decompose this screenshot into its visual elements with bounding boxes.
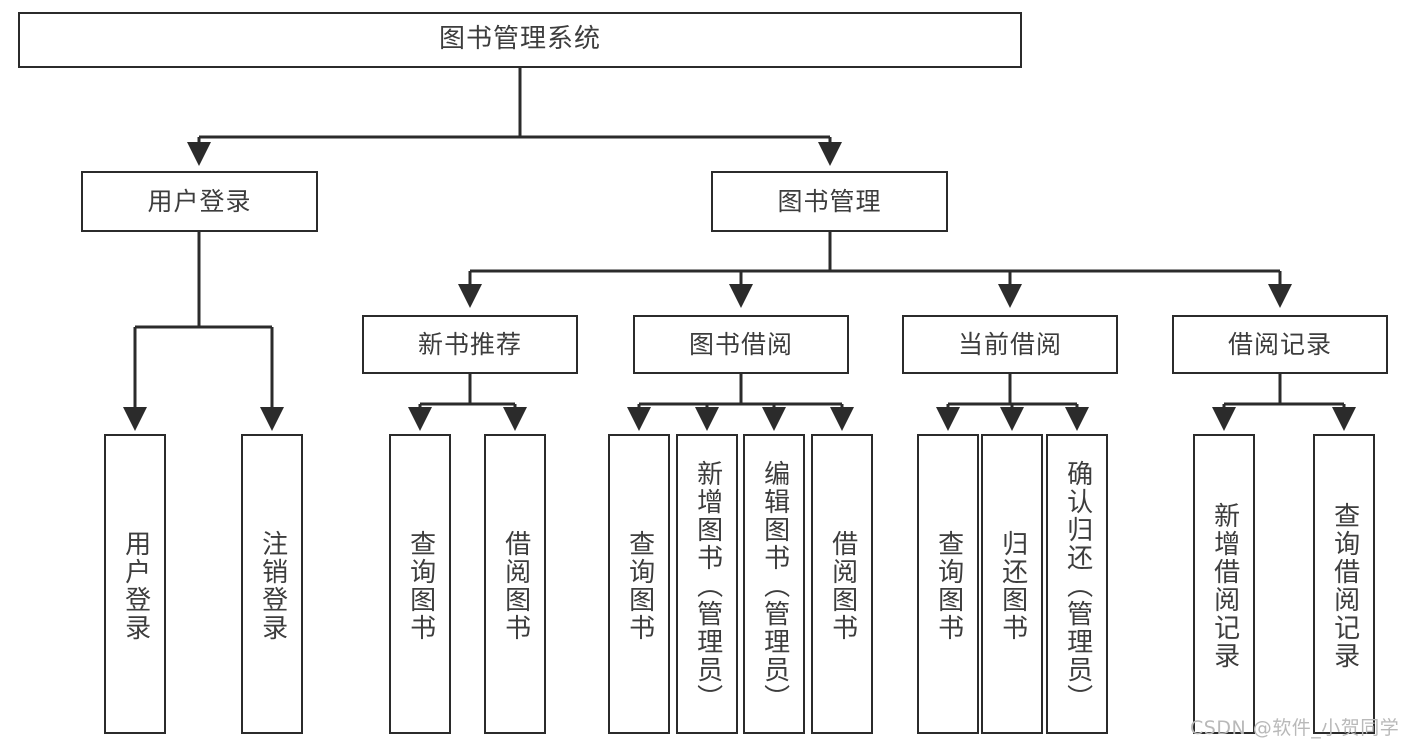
node-borrow-record[interactable]: 借阅记录 bbox=[1172, 315, 1388, 374]
leaf-query-book-current[interactable]: 查询图书 bbox=[917, 434, 979, 734]
node-root-system[interactable]: 图书管理系统 bbox=[18, 12, 1022, 68]
node-label: 注销登录 bbox=[257, 530, 288, 642]
node-label: 查询图书 bbox=[933, 530, 964, 642]
leaf-return-book[interactable]: 归还图书 bbox=[981, 434, 1043, 734]
node-label: 借阅图书 bbox=[500, 530, 531, 642]
node-label: 确认归还（管理员） bbox=[1062, 460, 1093, 712]
node-label: 借阅记录 bbox=[1227, 329, 1332, 359]
leaf-user-login[interactable]: 用户登录 bbox=[104, 434, 166, 734]
node-label: 图书借阅 bbox=[688, 329, 793, 359]
node-label: 新增图书（管理员） bbox=[692, 460, 723, 712]
node-book-borrow[interactable]: 图书借阅 bbox=[633, 315, 849, 374]
node-label: 编辑图书（管理员） bbox=[759, 460, 790, 712]
node-label: 图书管理 bbox=[777, 186, 882, 216]
leaf-query-book-borrow[interactable]: 查询图书 bbox=[608, 434, 670, 734]
node-label: 新增借阅记录 bbox=[1209, 502, 1240, 670]
leaf-edit-book-admin[interactable]: 编辑图书（管理员） bbox=[743, 434, 805, 734]
node-label: 图书管理系统 bbox=[438, 24, 601, 55]
node-label: 用户登录 bbox=[147, 186, 252, 216]
leaf-logout[interactable]: 注销登录 bbox=[241, 434, 303, 734]
node-current-borrow[interactable]: 当前借阅 bbox=[902, 315, 1118, 374]
watermark-text: CSDN @软件_小贺同学 bbox=[1190, 717, 1400, 739]
node-label: 查询借阅记录 bbox=[1329, 502, 1360, 670]
leaf-borrow-book[interactable]: 借阅图书 bbox=[811, 434, 873, 734]
node-new-book-recommend[interactable]: 新书推荐 bbox=[362, 315, 578, 374]
node-label: 新书推荐 bbox=[417, 329, 522, 359]
leaf-add-book-admin[interactable]: 新增图书（管理员） bbox=[676, 434, 738, 734]
node-label: 归还图书 bbox=[997, 530, 1028, 642]
leaf-query-book-recommend[interactable]: 查询图书 bbox=[389, 434, 451, 734]
leaf-query-borrow-record[interactable]: 查询借阅记录 bbox=[1313, 434, 1375, 734]
node-label: 查询图书 bbox=[405, 530, 436, 642]
node-user-login[interactable]: 用户登录 bbox=[81, 171, 318, 232]
node-label: 查询图书 bbox=[624, 530, 655, 642]
leaf-add-borrow-record[interactable]: 新增借阅记录 bbox=[1193, 434, 1255, 734]
node-label: 用户登录 bbox=[120, 530, 151, 642]
node-book-management[interactable]: 图书管理 bbox=[711, 171, 948, 232]
leaf-borrow-book-recommend[interactable]: 借阅图书 bbox=[484, 434, 546, 734]
leaf-confirm-return-admin[interactable]: 确认归还（管理员） bbox=[1046, 434, 1108, 734]
node-label: 借阅图书 bbox=[827, 530, 858, 642]
node-label: 当前借阅 bbox=[957, 329, 1062, 359]
